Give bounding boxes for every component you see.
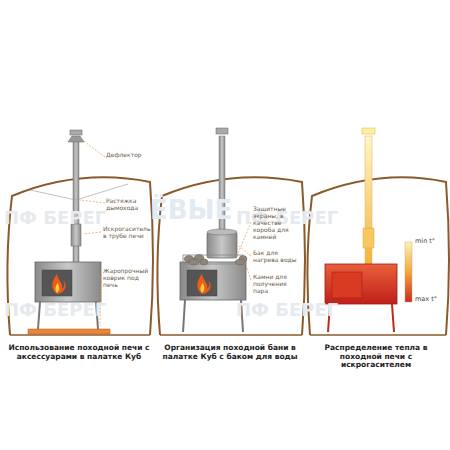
callout-label: Дефлектор xyxy=(106,152,150,159)
scale-label: min t° xyxy=(415,238,445,245)
callout-label: Защитные экраны, в качестве короба для к… xyxy=(253,206,300,240)
watermark: ПФ БЕРЕГ xyxy=(4,208,106,229)
ground-line xyxy=(10,334,446,336)
scale-label: max t° xyxy=(415,296,445,303)
panel-caption: Использование походной печи с аксессуара… xyxy=(6,344,152,361)
callout-label: Растяжка дымохода xyxy=(106,198,148,212)
panel-caption: Организация походной бани в палатке Куб … xyxy=(156,344,304,361)
watermark: ЁВЫЕ xyxy=(150,196,232,226)
watermark: ПФ БЕРЕГ xyxy=(236,300,338,321)
callout-label: Камни для получения пара xyxy=(253,274,300,295)
callout-label: Бак для нагрева воды xyxy=(253,250,300,264)
leader-line xyxy=(80,139,251,326)
panel-caption: Распределение тепла в походной печи с ис… xyxy=(305,344,447,370)
callout-label: Жаропрочный коврик под печь xyxy=(103,268,149,289)
callout-label: Искрогаситель в трубе печи xyxy=(103,226,149,240)
watermark: ПФ БЕРЕГ xyxy=(236,208,338,229)
watermark: ПФ БЕРЕГ xyxy=(4,300,106,321)
